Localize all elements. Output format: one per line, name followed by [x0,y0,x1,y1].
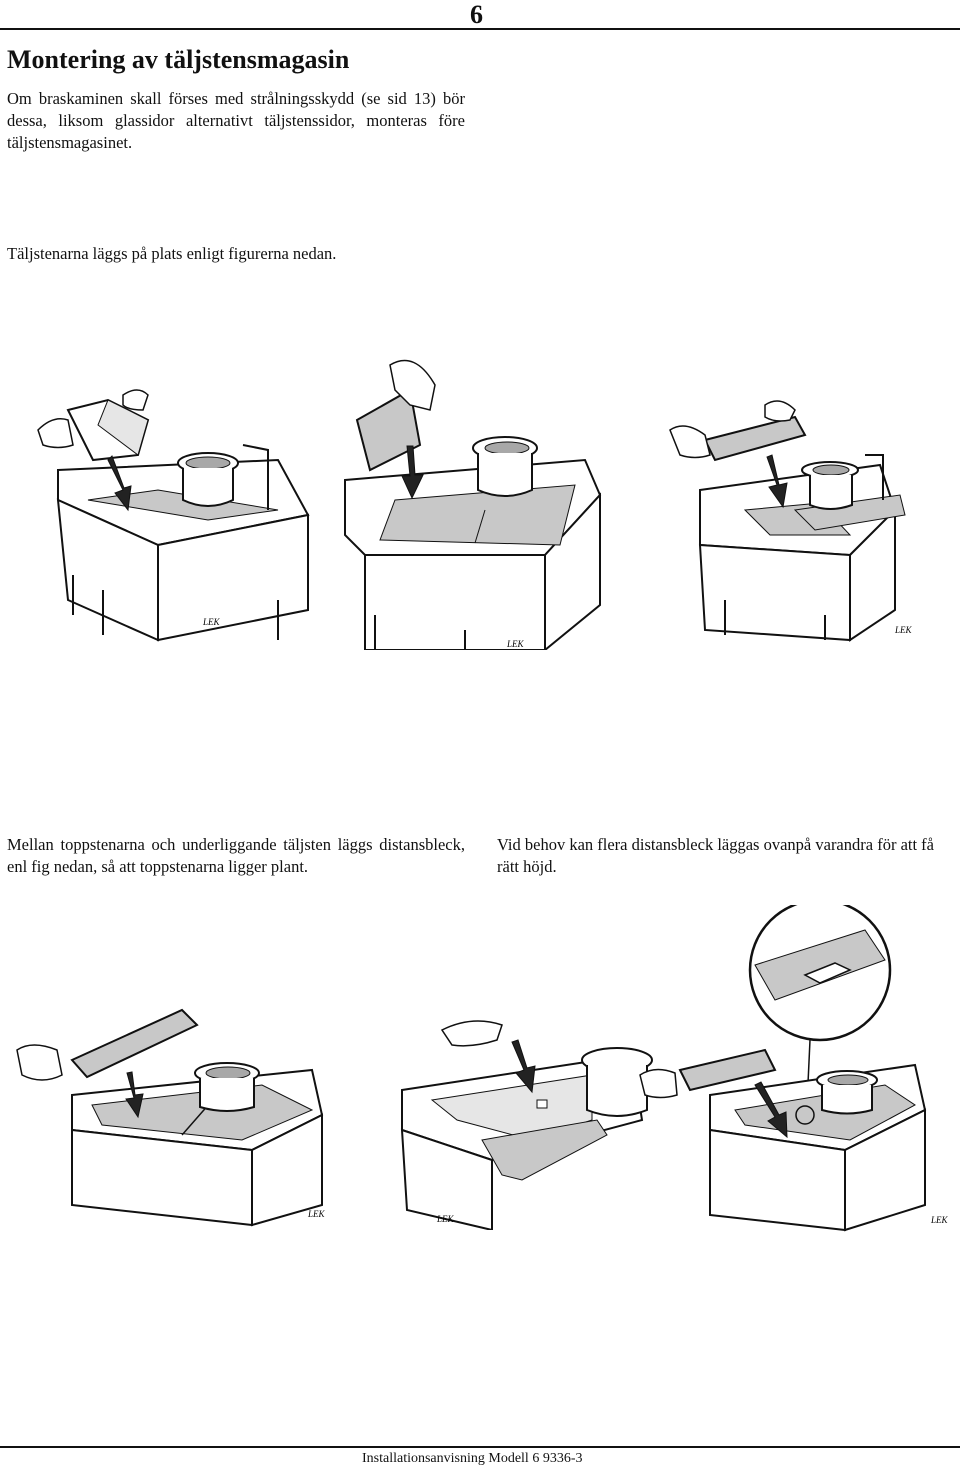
footer-text: Installationsanvisning Modell 6 9336-3 [362,1451,583,1466]
figure-label: LEK [436,1214,455,1224]
footer-rule [0,1446,960,1448]
figure-step-6: LEK [639,905,949,1232]
header-rule [0,28,960,30]
figure-label: LEK [307,1209,326,1219]
intro-paragraph: Om braskaminen skall förses med strålnin… [7,89,465,152]
figure-step-5: LEK [400,1020,653,1230]
spacer-instruction-paragraph: Mellan toppstenarna och underliggande tä… [7,835,465,876]
figure-label: LEK [202,617,221,627]
spacer-height-paragraph: Vid behov kan flera distansbleck läggas … [497,835,935,876]
figure-step-1: LEK [37,389,310,642]
page-title: Montering av täljstensmagasin [7,45,350,74]
instruction-paragraph-1: Täljstenarna läggs på plats enligt figur… [7,244,337,263]
figure-label: LEK [506,639,525,649]
figure-step-2: LEK [344,359,602,650]
figure-step-4: LEK [16,1008,326,1227]
figure-label: LEK [930,1215,949,1225]
page-number: 6 [470,0,483,29]
figure-label: LEK [894,625,913,635]
figure-step-3: LEK [669,400,913,642]
